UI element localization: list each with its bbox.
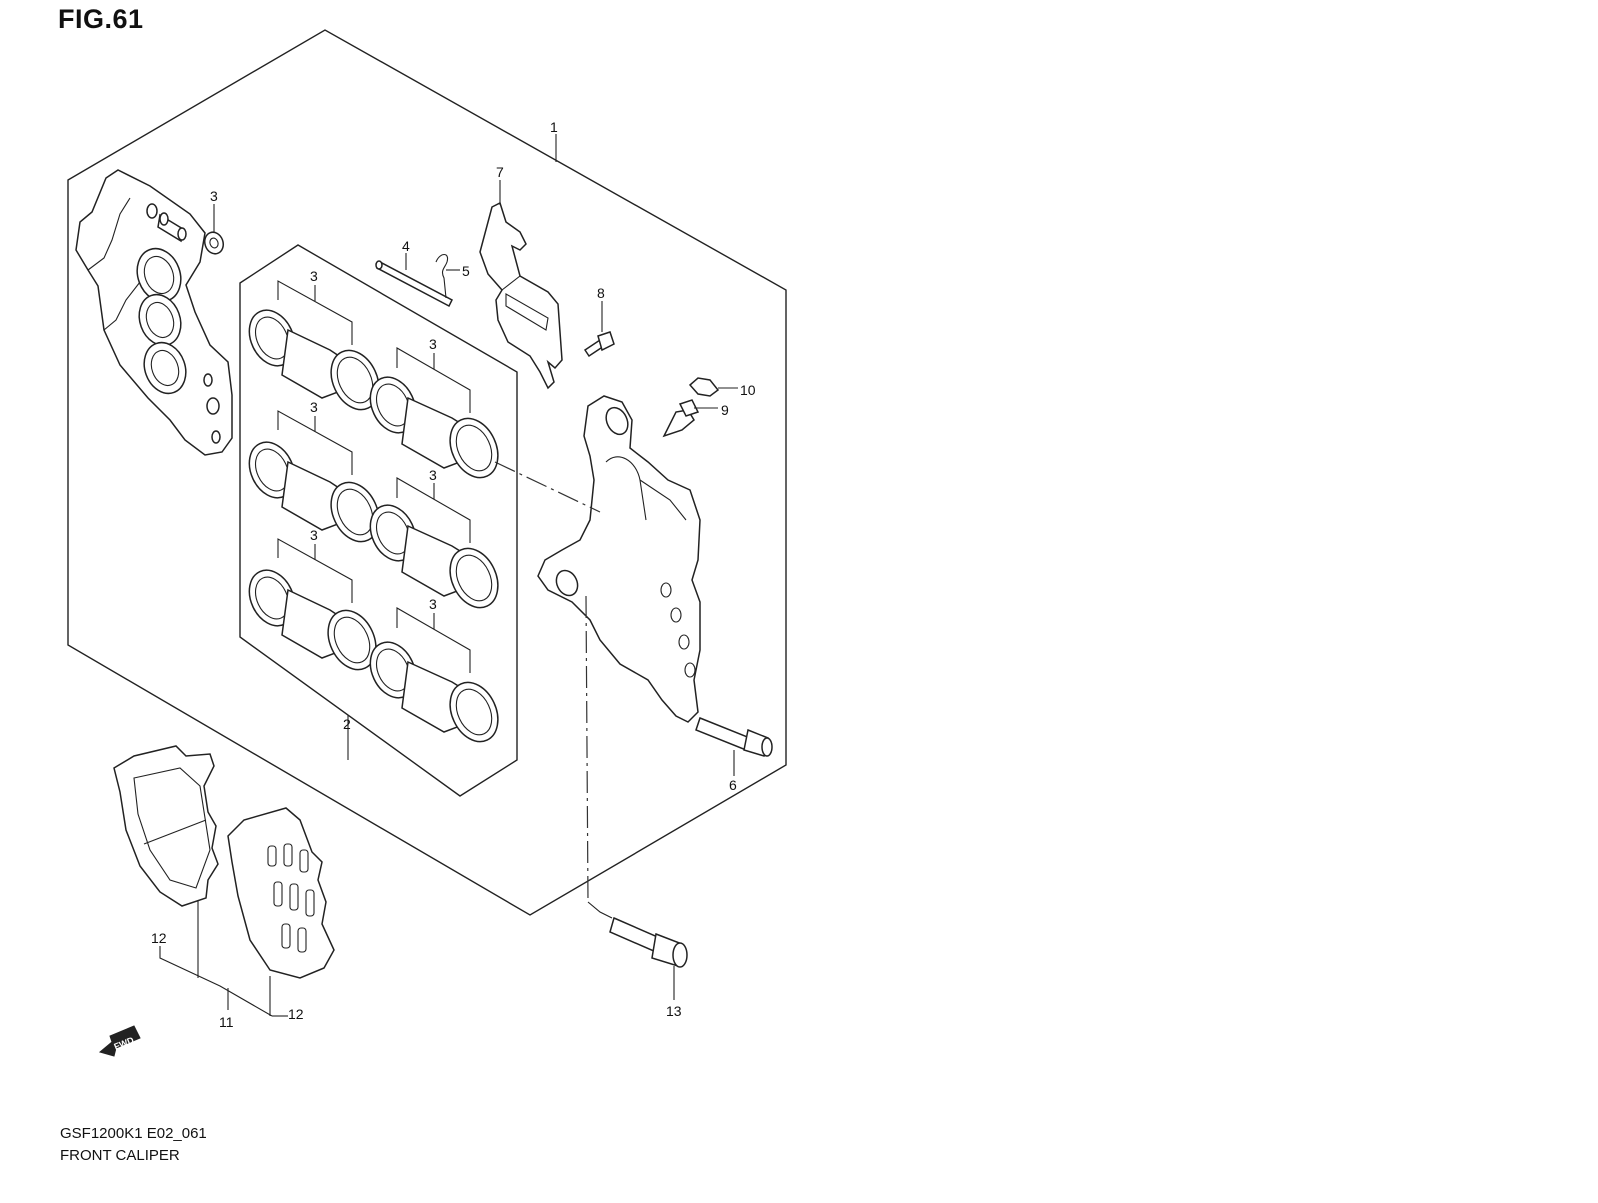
right-caliper-half [537,395,701,723]
clip-part-5 [435,253,449,299]
callout-3-set-f: 3 [429,596,437,612]
callout-1: 1 [550,119,558,135]
piston-set-upper-left [248,309,380,411]
callout-8: 8 [597,285,605,301]
fwd-direction-arrow-icon: FWD [98,1025,141,1057]
callout-7: 7 [496,164,504,180]
alignment-line-pistons [494,461,601,513]
piston-set-middle-right [369,504,499,609]
callout-6: 6 [729,777,737,793]
pad-spring-part-7 [479,201,563,390]
piston-set-lower-left [248,569,377,671]
callout-10: 10 [740,382,756,398]
pad-pin-part-4 [375,260,453,308]
bleeder-cap-part-10 [688,377,720,397]
washer-part-3 [203,231,225,255]
seal-kit-outline [239,244,518,797]
callout-11: 11 [219,1014,234,1030]
leader-lines [159,134,738,1017]
callout-3-set-a: 3 [310,268,318,284]
piston-set-lower-right [369,641,499,743]
figure-name: FRONT CALIPER [60,1147,180,1164]
brake-pad-rear [227,807,335,979]
figure-title: FIG.61 [58,4,144,34]
bolt-part-13 [609,916,688,968]
callout-3-washer: 3 [210,188,218,204]
bleeder-valve-part-9 [662,399,700,438]
alignment-line-bolt [585,595,589,903]
callout-3-set-d: 3 [429,467,437,483]
assembly-outline [67,29,787,916]
bolt-part-6 [695,717,773,757]
callout-3-set-e: 3 [310,527,318,543]
callout-4: 4 [402,238,410,254]
brake-pad-front [113,745,219,907]
callout-12-rear: 12 [288,1006,304,1022]
callout-5: 5 [462,263,470,279]
seal-set-leaders [277,280,471,673]
piston-set-upper-right [369,376,499,479]
callout-12-front: 12 [151,930,167,946]
piston-set-middle-left [248,441,380,543]
callout-13: 13 [666,1003,682,1019]
left-caliper-half [75,169,233,456]
model-code: GSF1200K1 E02_061 [60,1125,207,1142]
callout-2: 2 [343,716,351,732]
screw-part-8 [583,331,615,358]
callout-3-set-b: 3 [429,336,437,352]
callout-3-set-c: 3 [310,399,318,415]
callout-9: 9 [721,402,729,418]
